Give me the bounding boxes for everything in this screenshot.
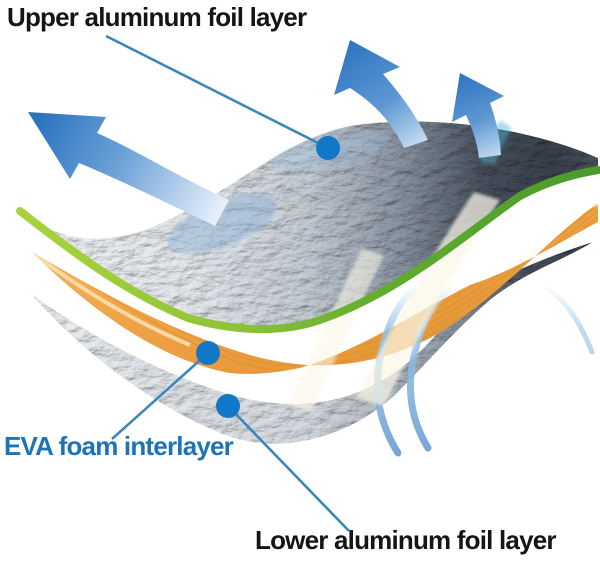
lower-foil-label: Lower aluminum foil layer	[255, 525, 557, 555]
upper-foil-callout-dot	[316, 136, 340, 160]
lower-foil-callout-dot	[216, 394, 240, 418]
callout-lines	[105, 34, 350, 532]
up-arrow-icon	[334, 40, 428, 148]
upper-foil-green-edge	[16, 166, 600, 334]
callout-dots	[196, 136, 340, 418]
upper-foil-label: Upper aluminum foil layer	[7, 2, 307, 32]
up-left-arrow-icon	[28, 112, 229, 226]
heat-band-streaks	[288, 192, 500, 412]
airflow-curve	[373, 284, 418, 457]
eva-foam-callout-line	[111, 352, 209, 440]
airflow-curve	[541, 283, 595, 355]
eva-foam-callout-dot	[196, 341, 220, 365]
up-arrow-icon	[452, 73, 504, 158]
eva-foam-label: EVA foam interlayer	[4, 431, 234, 461]
upper-foil-callout-line	[105, 34, 329, 150]
lower-foil-callout-line	[227, 405, 350, 532]
upper-foil-layer-graphic	[20, 121, 598, 330]
lower-foil-layer-graphic	[30, 242, 593, 444]
